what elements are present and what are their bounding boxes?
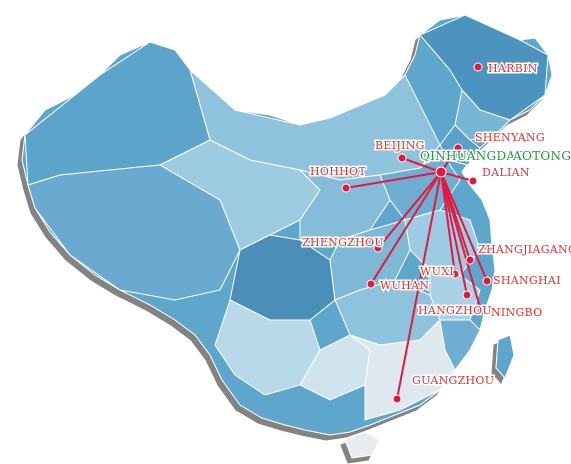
route-hangzhou — [440, 171, 468, 296]
route-wuxi — [440, 171, 456, 275]
city-dot-dalian[interactable] — [468, 176, 478, 186]
route-zhengzhou — [377, 171, 442, 249]
city-dot-shanghai[interactable] — [482, 276, 492, 286]
city-label-guangzhou: GUANGZHOU — [412, 374, 494, 387]
city-dot-wuhan[interactable] — [366, 279, 376, 289]
city-dot-shenyang[interactable] — [453, 143, 463, 153]
city-label-wuhan: WUHAN — [380, 279, 429, 292]
route-lines — [345, 147, 488, 400]
city-label-wuxi: WUXI — [420, 265, 454, 278]
city-label-shanghai: SHANGHAI — [493, 274, 561, 287]
city-dot-guangzhou[interactable] — [392, 394, 402, 404]
hub-label: QINHUANGDAO — [420, 149, 525, 163]
city-dot-wuxi[interactable] — [450, 269, 460, 279]
city-dot-zhangjiagang[interactable] — [465, 255, 475, 265]
city-label-beijing: BEIJING — [375, 139, 425, 152]
company-label: AOTONG — [512, 149, 571, 163]
city-label-zhengzhou: ZHENGZHOU — [302, 236, 384, 249]
city-dot-ningbo[interactable] — [476, 306, 486, 316]
city-label-dalian: DALIAN — [482, 166, 530, 179]
city-dot-beijing[interactable] — [397, 153, 407, 163]
city-label-harbin: HARBIN — [488, 62, 538, 75]
city-label-zhangjiagang: ZHANGJIAGANG — [478, 243, 571, 256]
route-shanghai — [440, 171, 488, 282]
city-label-ningbo: NINGBO — [491, 306, 543, 319]
city-label-shenyang: SHENYANG — [475, 131, 545, 144]
province-regions — [24, 14, 549, 421]
city-markers — [341, 62, 492, 404]
route-dalian — [440, 171, 474, 182]
city-dot-hangzhou[interactable] — [462, 290, 472, 300]
city-dot-harbin[interactable] — [473, 62, 483, 72]
route-hohhot — [345, 171, 442, 189]
route-guangzhou — [396, 171, 442, 400]
route-beijing — [401, 157, 442, 173]
route-wuhan — [370, 171, 442, 285]
hub-dot[interactable] — [435, 166, 447, 178]
city-dot-hohhot[interactable] — [341, 183, 351, 193]
city-label-hangzhou: HANGZHOU — [418, 304, 492, 317]
city-label-hohhot: HOHHOT — [310, 165, 366, 178]
city-dot-zhengzhou[interactable] — [373, 243, 383, 253]
route-ningbo — [440, 171, 482, 312]
